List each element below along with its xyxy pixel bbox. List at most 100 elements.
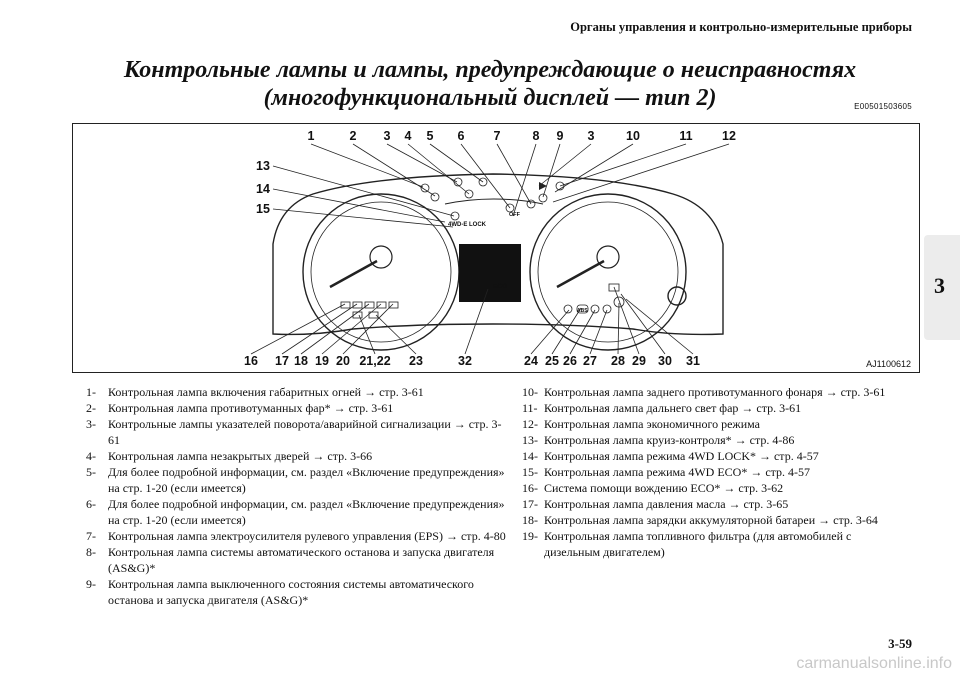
legend-item-text: Для более подробной информации, см. разд… xyxy=(108,497,505,527)
callout-leader xyxy=(538,143,592,187)
callout-number: 14 xyxy=(256,182,270,196)
legend-item-number: 15- xyxy=(522,465,538,479)
running-head: Органы управления и контрольно-измерител… xyxy=(570,20,912,34)
legend-item: 3-Контрольные лампы указателей поворота/… xyxy=(86,416,506,448)
callout-leader xyxy=(375,314,417,355)
callout-number: 28 xyxy=(611,354,625,368)
callout-number: 13 xyxy=(256,159,270,173)
callout-leader xyxy=(464,288,489,355)
callout-number: 7 xyxy=(494,129,501,143)
legend-item-text: Контрольная лампа круиз-контроля* → стр.… xyxy=(544,433,795,447)
legend-item-text: Контрольная лампа режима 4WD ECO* → стр.… xyxy=(544,465,811,479)
callout-number: 30 xyxy=(658,354,672,368)
legend-item: 12-Контрольная лампа экономичного режима xyxy=(522,416,902,432)
right-indicator-row xyxy=(563,283,625,314)
callout-number: 27 xyxy=(583,354,597,368)
left-gauge-needle xyxy=(329,259,378,289)
legend-item: 4- Контрольная лампа незакрытых дверей → … xyxy=(86,448,506,464)
legend-item-number: 6- xyxy=(86,497,96,511)
page-title: Контрольные лампы и лампы, предупреждающ… xyxy=(60,56,920,112)
legend-item-number: 16- xyxy=(522,481,538,495)
legend-left-column: 1-Контрольная лампа включения габаритных… xyxy=(86,384,506,608)
legend-item-text: Контрольная лампа дальнего свет фар → ст… xyxy=(544,401,802,415)
callout-leader xyxy=(358,314,376,355)
title-line-1: Контрольные лампы и лампы, предупреждающ… xyxy=(123,57,857,83)
legend-item-text: Для более подробной информации, см. разд… xyxy=(108,465,505,495)
legend-item-text: Контрольная лампа незакрытых дверей → ст… xyxy=(108,449,373,463)
legend-item-text: Контрольная лампа зарядки аккумуляторной… xyxy=(544,513,878,527)
legend-item-number: 7- xyxy=(86,529,96,543)
chapter-number: 3 xyxy=(934,273,945,298)
legend-item-text: Контрольная лампа давления масла → стр. … xyxy=(544,497,789,511)
legend-item-number: 4- xyxy=(86,449,96,463)
center-cowl xyxy=(444,198,544,205)
callout-leader xyxy=(272,208,454,228)
document-code: E00501503605 xyxy=(854,102,912,111)
callout-number: 9 xyxy=(557,129,564,143)
callout-number: 17 xyxy=(275,354,289,368)
callout-number: 19 xyxy=(315,354,329,368)
legend-item-number: 3- xyxy=(86,417,96,431)
callout-number: 1 xyxy=(308,129,315,143)
callout-leader xyxy=(250,303,346,355)
callout-leader xyxy=(342,303,394,355)
legend-item: 15- Контрольная лампа режима 4WD ECO* → с… xyxy=(522,464,902,480)
multi-display xyxy=(459,244,521,302)
callout-number: 12 xyxy=(722,129,736,143)
callout-leader xyxy=(321,303,382,355)
legend-item: 8-Контрольная лампа системы автоматическ… xyxy=(86,544,506,576)
right-gauge-hub xyxy=(596,245,620,269)
callout-leader xyxy=(281,303,358,355)
cluster-housing xyxy=(272,173,724,336)
callout-leader-lines xyxy=(250,143,730,355)
legend-item-text: Система помощи вождению ECO* → стр. 3-62 xyxy=(544,481,784,495)
callout-number: 24 xyxy=(524,354,538,368)
abs-label: ABS xyxy=(577,308,588,314)
callout-leader xyxy=(620,293,666,355)
callout-leader xyxy=(310,143,424,188)
left-gauge-hub xyxy=(369,245,393,269)
callout-leader xyxy=(552,143,730,203)
eco-label: ECO xyxy=(493,283,507,290)
callout-number: 25 xyxy=(545,354,559,368)
callout-leader xyxy=(496,143,532,205)
legend-item-number: 14- xyxy=(522,449,538,463)
legend-item: 17- Контрольная лампа давления масла → ст… xyxy=(522,496,902,512)
callout-number: 18 xyxy=(294,354,308,368)
figure-code: AJ1100612 xyxy=(866,359,911,369)
callout-leader xyxy=(407,143,470,195)
callout-number: 29 xyxy=(632,354,646,368)
trip-knob xyxy=(667,286,687,306)
legend-item-text: Контрольная лампа противотуманных фар* →… xyxy=(108,401,394,415)
legend-item: 14- Контрольная лампа режима 4WD LOCK* → … xyxy=(522,448,902,464)
callout-leader xyxy=(429,143,484,183)
legend-item-number: 17- xyxy=(522,497,538,511)
legend-item-number: 11- xyxy=(522,401,538,415)
callout-leader xyxy=(386,143,458,183)
callout-leader xyxy=(554,143,634,193)
callout-number: 21,22 xyxy=(359,354,390,368)
legend-item-number: 18- xyxy=(522,513,538,527)
callout-number: 3 xyxy=(384,129,391,143)
legend-item-number: 1- xyxy=(86,385,96,399)
callout-leader xyxy=(272,165,455,217)
callout-leader xyxy=(551,307,582,355)
legend-item: 13-Контрольная лампа круиз-контроля* → с… xyxy=(522,432,902,448)
callout-number: 5 xyxy=(427,129,434,143)
legend-item-number: 5- xyxy=(86,465,96,479)
legend-item-number: 2- xyxy=(86,401,96,415)
lock-label: 4WD-E LOCK xyxy=(448,222,487,228)
legend-item-number: 12- xyxy=(522,417,538,431)
callout-number: 16 xyxy=(244,354,258,368)
callout-leader xyxy=(512,143,537,217)
legend-item: 9-Контрольная лампа выключенного состоян… xyxy=(86,576,506,608)
callout-number: 4 xyxy=(405,129,412,143)
callout-number: 11 xyxy=(679,129,692,143)
legend-item-text: Контрольная лампа режима 4WD LOCK* → стр… xyxy=(544,449,819,463)
callout-leader xyxy=(589,309,608,355)
legend-item: 10-Контрольная лампа заднего противотума… xyxy=(522,384,902,400)
legend-item: 2- Контрольная лампа противотуманных фар*… xyxy=(86,400,506,416)
